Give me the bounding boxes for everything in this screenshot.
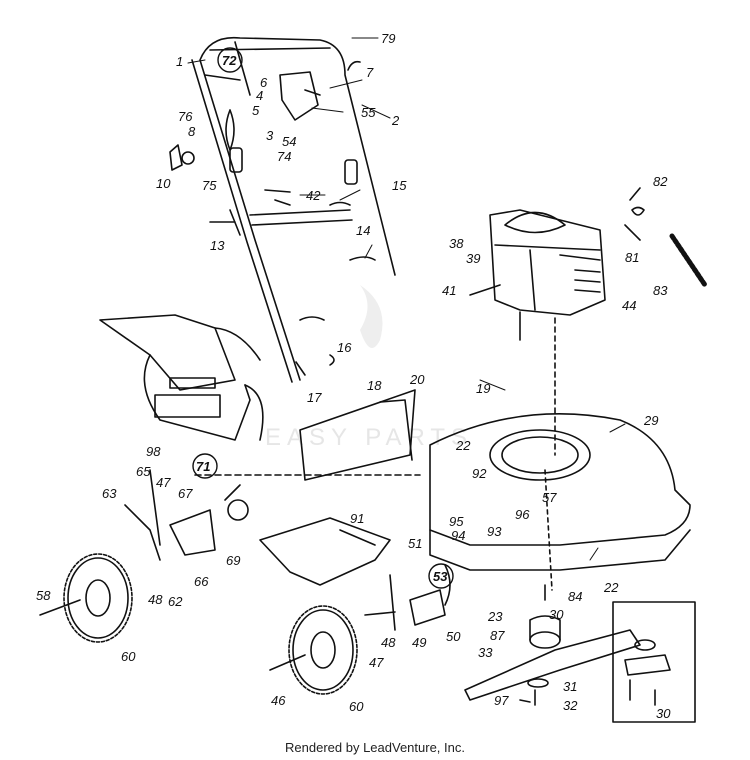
callout-46: 46: [271, 693, 286, 708]
callout-50: 50: [446, 629, 461, 644]
callout-58: 58: [36, 588, 51, 603]
callout-53: 53: [433, 569, 448, 584]
callout-93: 93: [487, 524, 502, 539]
callout-75: 75: [202, 178, 217, 193]
callout-labels: 1 2 3 4 5 6 7 8 10 13 14 15 16 17 18 19 …: [36, 31, 671, 721]
callout-20: 20: [409, 372, 425, 387]
handle-assembly: [169, 36, 396, 383]
callout-8: 8: [188, 124, 196, 139]
mower-deck: [429, 413, 691, 601]
footer-credit: Rendered by LeadVenture, Inc.: [285, 740, 465, 755]
callout-31: 31: [563, 679, 577, 694]
callout-38: 38: [449, 236, 464, 251]
callout-79: 79: [381, 31, 395, 46]
callout-60b: 60: [349, 699, 364, 714]
height-adjuster-right: [364, 564, 451, 631]
callout-1: 1: [176, 54, 183, 69]
callout-71: 71: [196, 459, 210, 474]
callout-33: 33: [478, 645, 493, 660]
front-right-wheel: [269, 605, 358, 695]
callout-29: 29: [643, 413, 658, 428]
callout-62: 62: [168, 594, 183, 609]
callout-76: 76: [178, 109, 193, 124]
callout-69: 69: [226, 553, 240, 568]
callout-2: 2: [391, 113, 400, 128]
callout-67: 67: [178, 486, 193, 501]
callout-23: 23: [487, 609, 503, 624]
callout-98: 98: [146, 444, 161, 459]
callout-5: 5: [252, 103, 260, 118]
callout-54: 54: [282, 134, 296, 149]
callout-42: 42: [306, 188, 321, 203]
callout-17: 17: [307, 390, 322, 405]
callout-41: 41: [442, 283, 456, 298]
callout-15: 15: [392, 178, 407, 193]
callout-13: 13: [210, 238, 225, 253]
callout-84: 84: [568, 589, 582, 604]
callout-55: 55: [361, 105, 376, 120]
callout-87: 87: [490, 628, 505, 643]
callout-47a: 47: [156, 475, 171, 490]
callout-74: 74: [277, 149, 291, 164]
callout-44: 44: [622, 298, 636, 313]
callout-22b: 22: [603, 580, 619, 595]
inset-adapter: [612, 601, 696, 723]
callout-72: 72: [222, 53, 237, 68]
callout-57: 57: [542, 490, 557, 505]
callout-94: 94: [451, 528, 465, 543]
rear-left-wheel: [39, 553, 133, 643]
callout-22a: 22: [455, 438, 471, 453]
callout-48b: 48: [381, 635, 396, 650]
callout-81: 81: [625, 250, 639, 265]
callout-18: 18: [367, 378, 382, 393]
chain-and-plug: [624, 187, 708, 288]
watermark: EASY PARTS: [265, 285, 473, 451]
engine: [469, 209, 606, 456]
callout-30b: 30: [656, 706, 671, 721]
callout-95: 95: [449, 514, 464, 529]
callout-47b: 47: [369, 655, 384, 670]
callout-60a: 60: [121, 649, 136, 664]
callout-4: 4: [256, 88, 263, 103]
watermark-text: EASY PARTS: [265, 424, 473, 451]
callout-10: 10: [156, 176, 171, 191]
blade-assembly: [464, 615, 641, 706]
callout-16: 16: [337, 340, 352, 355]
callout-39: 39: [466, 251, 480, 266]
height-adjuster-left: [124, 469, 249, 561]
grass-bag: [99, 314, 264, 441]
callout-63: 63: [102, 486, 117, 501]
callout-92: 92: [472, 466, 487, 481]
parts-diagram: EASY PARTS: [36, 31, 708, 723]
callout-19: 19: [476, 381, 490, 396]
callout-7: 7: [366, 65, 374, 80]
callout-66: 66: [194, 574, 209, 589]
rear-guard: [194, 389, 421, 481]
callout-83: 83: [653, 283, 668, 298]
callout-48a: 48: [148, 592, 163, 607]
callout-65: 65: [136, 464, 151, 479]
callout-96: 96: [515, 507, 530, 522]
callout-49: 49: [412, 635, 426, 650]
callout-91: 91: [350, 511, 364, 526]
callout-32: 32: [563, 698, 578, 713]
mulch-plate: [259, 517, 391, 586]
callout-14: 14: [356, 223, 370, 238]
callout-3: 3: [266, 128, 274, 143]
callout-82: 82: [653, 174, 668, 189]
callout-51: 51: [408, 536, 422, 551]
callout-6: 6: [260, 75, 268, 90]
callout-97: 97: [494, 693, 509, 708]
callout-30a: 30: [549, 607, 564, 622]
leader-lines: [187, 37, 626, 561]
